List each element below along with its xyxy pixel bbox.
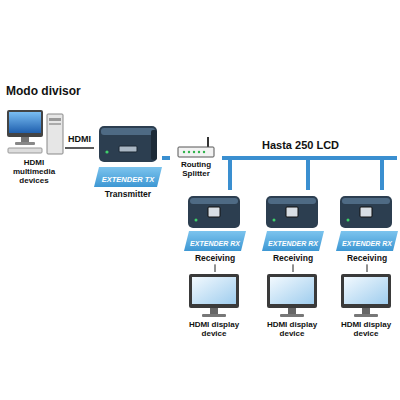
rx-icon: [184, 190, 246, 230]
display-frame: [189, 274, 239, 308]
band-text: EXTENDER RX: [190, 240, 240, 247]
node-caption: HDMI display device: [262, 320, 322, 340]
transmitter-unit: EXTENDER TX Transmitter: [94, 118, 162, 200]
status-led: [347, 219, 350, 222]
device-body: [99, 126, 157, 162]
monitor-base: [15, 142, 35, 145]
router-led: [193, 151, 195, 153]
tx-icon: [94, 118, 162, 166]
router-led: [188, 151, 190, 153]
device-top: [101, 128, 155, 135]
display-device: HDMI display device: [336, 272, 396, 340]
status-led: [105, 150, 108, 153]
rx-icon: [262, 190, 324, 230]
device-body: [266, 196, 318, 228]
edge-label: HDMI: [67, 135, 92, 145]
rj45-port: [360, 207, 372, 217]
mode-title: Modo divisor: [6, 84, 81, 98]
monitor-frame: [7, 110, 43, 137]
router-led: [198, 151, 200, 153]
display-frame: [341, 274, 391, 308]
pc-icon: [3, 108, 65, 158]
label-band: EXTENDER RX: [184, 231, 246, 251]
node-caption: Receiving: [184, 253, 246, 264]
label-band: EXTENDER TX: [94, 167, 162, 187]
node-caption: HDMI display device: [336, 320, 396, 340]
monitor-stand: [21, 137, 29, 142]
band-text: EXTENDER TX: [102, 175, 155, 184]
drive-bay: [49, 118, 61, 121]
status-led: [273, 219, 276, 222]
display-stand: [362, 308, 370, 314]
router-led: [183, 151, 185, 153]
display-base: [280, 314, 304, 317]
network-cable: [222, 158, 230, 190]
rj45-port: [208, 207, 220, 217]
network-cable: [222, 158, 308, 190]
status-led: [195, 219, 198, 222]
routing-splitter: Routing Splitter: [170, 136, 222, 180]
monitor-screen: [9, 112, 41, 133]
band-text: EXTENDER RX: [268, 240, 318, 247]
keyboard: [8, 148, 42, 153]
device-body: [188, 196, 240, 228]
source-computer: HDMI multimedia devices: [3, 108, 65, 186]
display-stand: [288, 308, 296, 314]
router-led: [203, 151, 205, 153]
display-screen: [270, 277, 314, 304]
node-caption: Transmitter: [94, 189, 162, 200]
monitor-icon: [336, 272, 396, 320]
display-device: HDMI display device: [184, 272, 244, 340]
capacity-note: Hasta 250 LCD: [262, 139, 339, 151]
receiver-unit: EXTENDER RX Receiving: [336, 190, 398, 264]
display-stand: [210, 308, 218, 314]
network-cable: [222, 158, 382, 190]
drive-bay: [49, 123, 61, 125]
label-band: EXTENDER RX: [262, 231, 324, 251]
receiver-unit: EXTENDER RX Receiving: [184, 190, 246, 264]
device-top: [342, 198, 390, 204]
device-side: [151, 130, 157, 160]
device-body: [340, 196, 392, 228]
node-caption: HDMI multimedia devices: [3, 158, 65, 186]
monitor-icon: [184, 272, 244, 320]
node-caption: Routing Splitter: [170, 160, 222, 180]
label-band: EXTENDER RX: [336, 231, 398, 251]
display-screen: [344, 277, 388, 304]
pc-tower: [47, 114, 63, 154]
receiver-unit: EXTENDER RX Receiving: [262, 190, 324, 264]
network-cable: [162, 156, 170, 160]
signal-cable: [215, 264, 216, 272]
signal-cable: [65, 147, 94, 149]
antenna: [207, 137, 209, 148]
device-top: [268, 198, 316, 204]
signal-cable: [293, 264, 294, 272]
display-base: [354, 314, 378, 317]
monitor-icon: [262, 272, 322, 320]
router-icon: [170, 136, 222, 160]
rx-icon: [336, 190, 398, 230]
display-frame: [267, 274, 317, 308]
display-base: [202, 314, 226, 317]
node-caption: Receiving: [262, 253, 324, 264]
node-caption: HDMI display device: [184, 320, 244, 340]
hdmi-port: [119, 146, 137, 152]
rj45-port: [286, 207, 298, 217]
display-device: HDMI display device: [262, 272, 322, 340]
band-text: EXTENDER RX: [342, 240, 392, 247]
display-screen: [192, 277, 236, 304]
signal-cable: [367, 264, 368, 272]
device-top: [190, 198, 238, 204]
router-body: [178, 147, 214, 157]
node-caption: Receiving: [336, 253, 398, 264]
